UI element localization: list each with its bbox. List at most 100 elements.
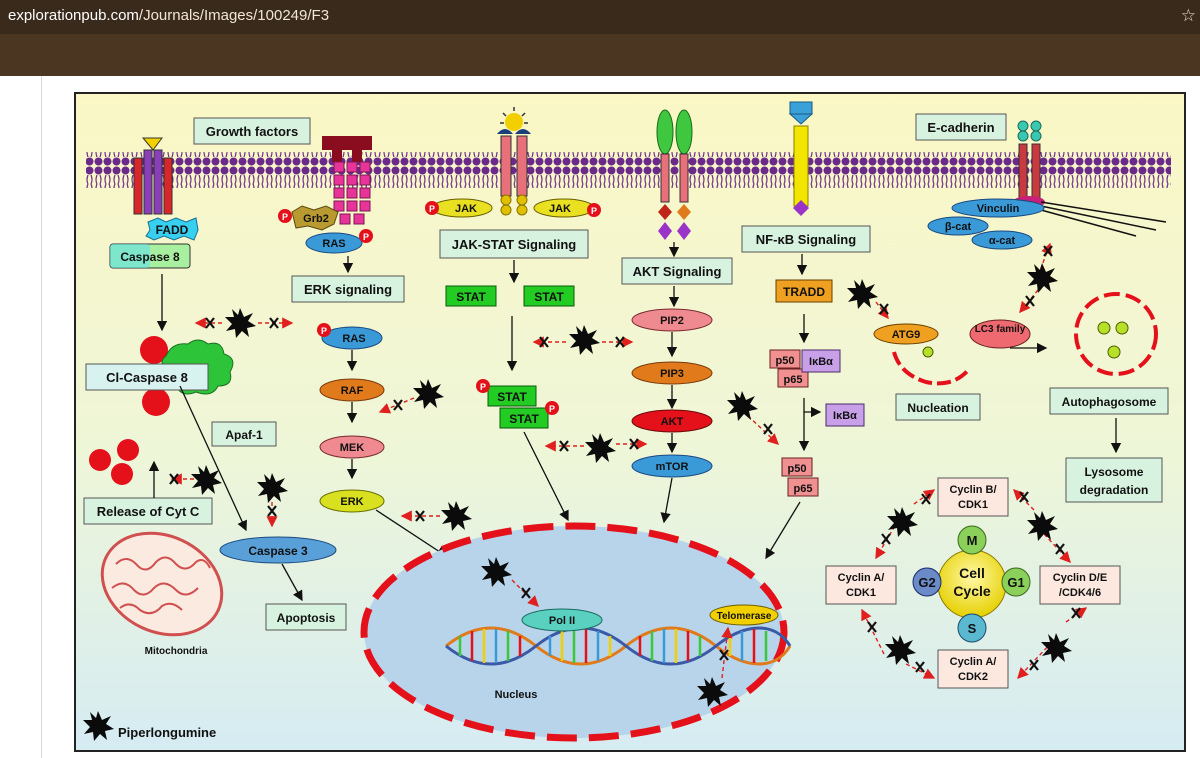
lc3-node: LC3 family	[969, 319, 1031, 349]
raf-label: RAF	[341, 385, 364, 397]
cell-membrane	[86, 152, 1171, 188]
phase-m: M	[967, 533, 978, 548]
rtk-receptor	[656, 109, 693, 240]
caspase8-node: Caspase 8	[109, 243, 191, 269]
cytochrome-c	[89, 439, 139, 485]
pip3-node: PIP3	[631, 361, 713, 385]
mek-node: MEK	[319, 435, 385, 459]
ikba-free-label: IκBα	[833, 410, 857, 422]
growth-factors-label: Growth factors	[206, 124, 298, 139]
actin-filaments	[1040, 201, 1167, 237]
tradd-label: TRADD	[783, 285, 825, 299]
lysosome-label-1: Lysosome	[1085, 465, 1144, 479]
e-cadherin-label: E-cadherin	[927, 120, 994, 135]
nfkb-complex: p50 p65 IκBα	[769, 349, 841, 388]
cyclin-a1-box: Cyclin A/ CDK1	[825, 565, 897, 605]
cl-caspase8-node: Cl-Caspase 8	[85, 336, 234, 416]
autophagosome-vesicle	[1074, 292, 1158, 376]
atg9-node: ATG9	[873, 323, 972, 386]
tnf-receptor	[788, 101, 814, 216]
bookmark-star-icon[interactable]: ☆	[1180, 6, 1196, 25]
cyclin-b-box: Cyclin B/ CDK1	[937, 477, 1009, 517]
fadd-node: FADD	[145, 217, 199, 241]
nucleation-box: Nucleation	[895, 393, 981, 421]
phospho-p: P	[282, 212, 288, 222]
cyclin-de-line1: Cyclin D/E	[1053, 572, 1107, 584]
stat-label: STAT	[456, 290, 486, 304]
mtor-label: mTOR	[656, 461, 689, 473]
bcat-label: β-cat	[945, 221, 972, 233]
autophagosome-box: Autophagosome	[1049, 387, 1169, 415]
page-divider	[41, 76, 42, 758]
jak-left: JAK P	[425, 198, 493, 218]
ras-membrane-node: RAS P	[305, 229, 373, 254]
browser-address-bar[interactable]: explorationpub.com/Journals/Images/10024…	[0, 0, 1200, 34]
tradd-node: TRADD	[775, 279, 833, 303]
stat-label: STAT	[497, 390, 527, 404]
jak-stat-label: JAK-STAT Signaling	[452, 237, 577, 252]
cell-label: Cell	[959, 565, 985, 581]
cyclin-b-line2: CDK1	[958, 499, 988, 511]
address-url[interactable]: explorationpub.com/Journals/Images/10024…	[8, 7, 329, 24]
apoptosis-label: Apoptosis	[277, 611, 336, 625]
akt-signaling-label: AKT Signaling	[633, 264, 722, 279]
p50-label: p50	[776, 355, 795, 367]
cyclin-a1-line1: Cyclin A/	[838, 572, 885, 584]
ras-label: RAS	[322, 238, 345, 250]
pip2-label: PIP2	[660, 315, 684, 327]
cyclin-de-line2: /CDK4/6	[1059, 587, 1101, 599]
caspase3-label: Caspase 3	[248, 544, 308, 558]
jak-label: JAK	[549, 203, 571, 215]
phase-s: S	[968, 621, 977, 636]
jak-stat-box: JAK-STAT Signaling	[439, 229, 589, 259]
ikba-label: IκBα	[809, 356, 833, 368]
e-cadherin-box: E-cadherin	[915, 113, 1007, 141]
mek-label: MEK	[340, 442, 365, 454]
phospho-p: P	[429, 204, 435, 214]
erk-node: ERK	[319, 489, 385, 513]
cell-cycle: Cell Cycle M G1 S G2	[912, 525, 1031, 643]
ikba-free-node: IκBα	[825, 403, 865, 427]
nucleus-label: Nucleus	[495, 689, 538, 701]
nfkb-active: p50 p65	[781, 457, 819, 497]
url-path: /Journals/Images/100249/F3	[138, 7, 330, 24]
phospho-p: P	[480, 382, 486, 392]
autophagosome-label: Autophagosome	[1062, 395, 1157, 409]
raf-node: RAF	[319, 378, 385, 402]
p65-label: p65	[794, 483, 813, 495]
death-receptor	[133, 137, 173, 215]
legend-label: Piperlongumine	[118, 725, 216, 740]
bcat-node: β-cat	[927, 216, 989, 236]
erk-signaling-label: ERK signaling	[304, 282, 392, 297]
phase-g2: G2	[918, 575, 935, 590]
pip2-node: PIP2	[631, 308, 713, 332]
acat-node: α-cat	[971, 230, 1033, 250]
browser-toolbar	[0, 34, 1200, 76]
grb2-node: Grb2 P	[278, 205, 339, 231]
pathway-diagram: Growth factors E-cadherin FADD Caspase 8…	[83, 101, 1171, 742]
url-host: explorationpub.com	[8, 7, 139, 24]
ras2-label: RAS	[342, 333, 365, 345]
p65-label: p65	[784, 374, 803, 386]
cyclin-a2-box: Cyclin A/ CDK2	[937, 649, 1009, 689]
growth-factors-box: Growth factors	[193, 117, 311, 145]
phospho-p: P	[363, 232, 369, 242]
cyclin-a1-line2: CDK1	[846, 587, 876, 599]
p50-label: p50	[788, 463, 807, 475]
release-cytc-label: Release of Cyt C	[97, 504, 200, 519]
apoptosis-box: Apoptosis	[265, 603, 347, 631]
lysosome-label-2: degradation	[1080, 483, 1149, 497]
stat-label: STAT	[534, 290, 564, 304]
pathway-figure: Growth factors E-cadherin FADD Caspase 8…	[74, 92, 1186, 752]
vinculin-node: Vinculin	[951, 198, 1045, 218]
pol2-node: Pol II	[521, 608, 603, 632]
fadd-label: FADD	[156, 223, 189, 237]
akt-signaling-box: AKT Signaling	[621, 257, 733, 285]
stat-left: STAT	[445, 285, 497, 307]
mitochondria-image	[100, 531, 224, 637]
phospho-p: P	[549, 404, 555, 414]
nucleation-label: Nucleation	[907, 401, 968, 415]
mitochondria-label: Mitochondria	[145, 646, 208, 657]
jak-right: JAK P	[533, 198, 601, 218]
cycle-label: Cycle	[953, 583, 991, 599]
